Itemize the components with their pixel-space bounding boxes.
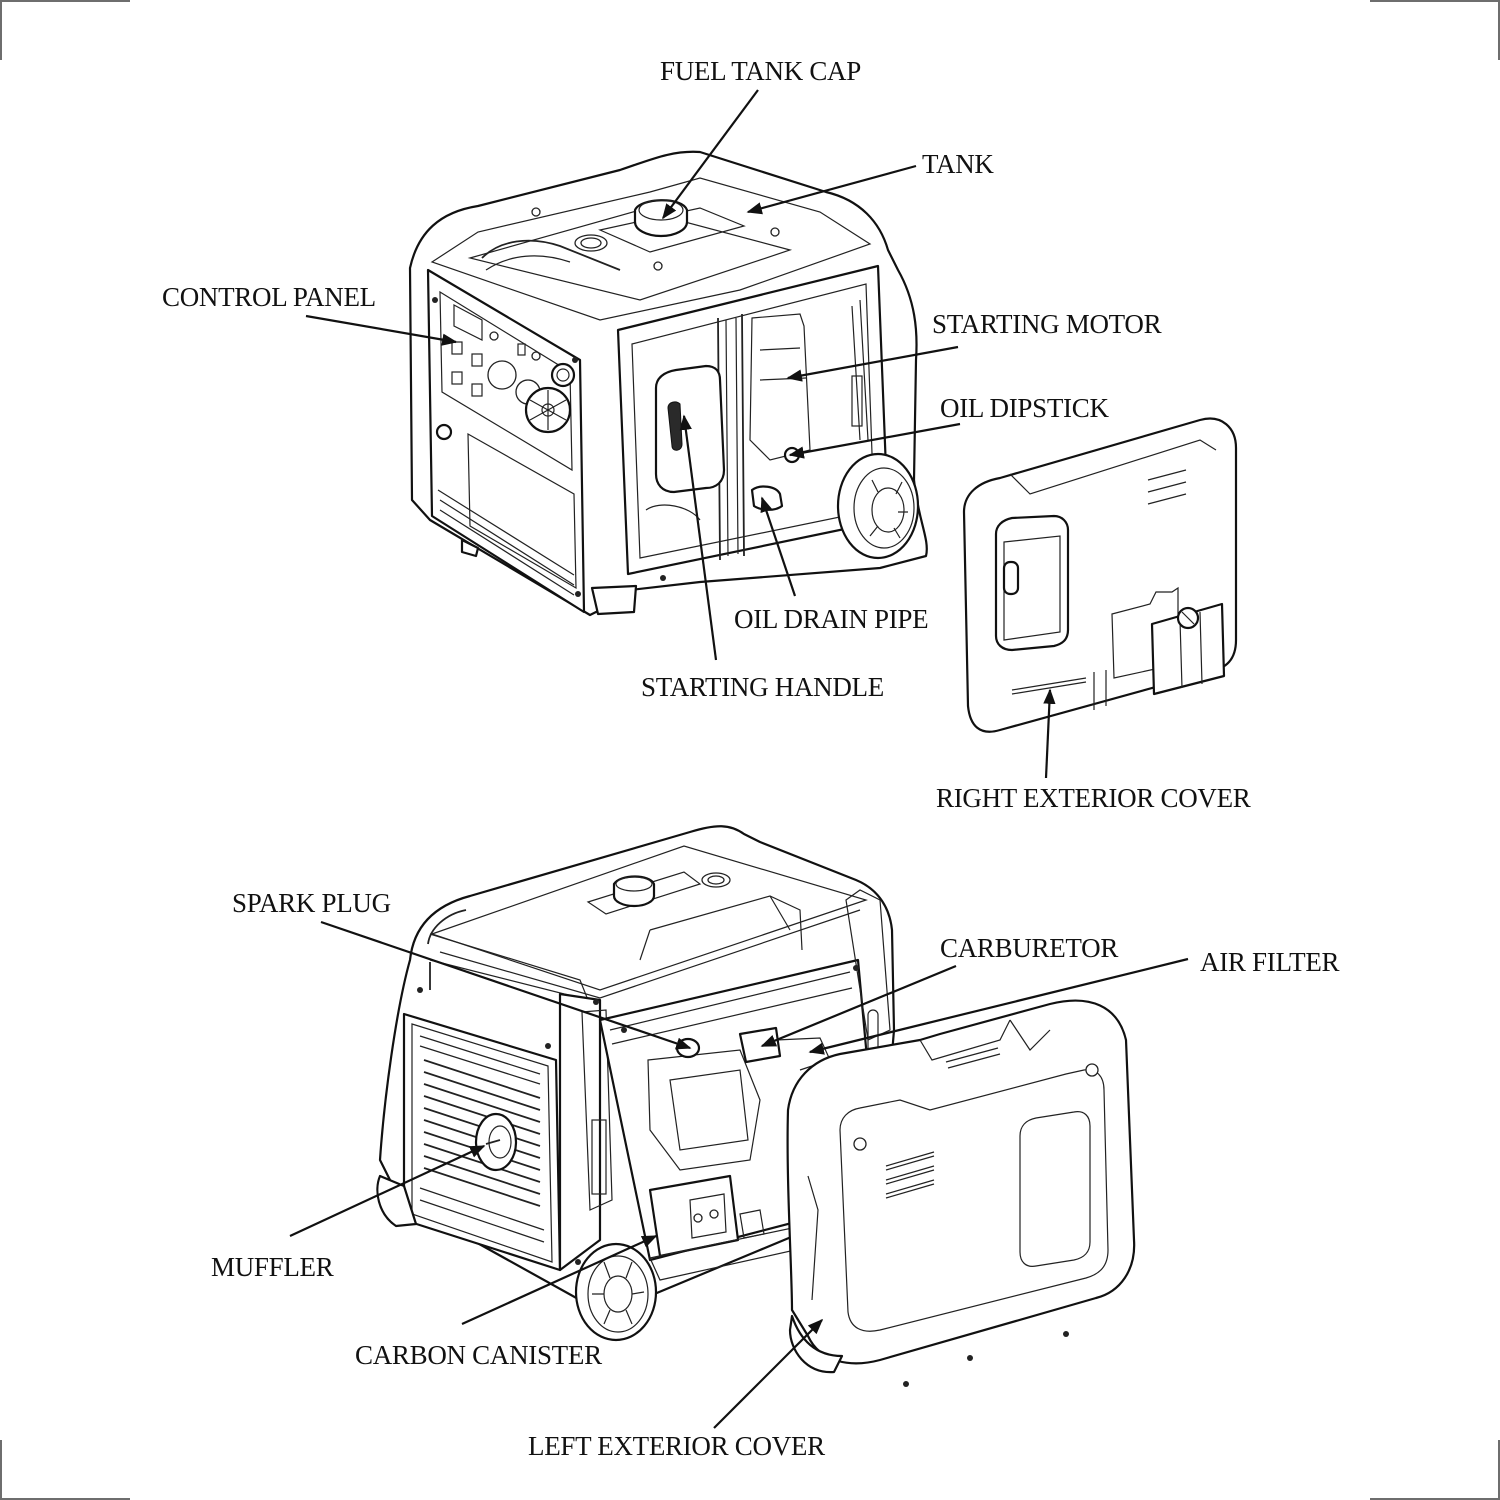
- label-control-panel: CONTROL PANEL: [162, 282, 376, 312]
- leader-air-filter: [808, 957, 1189, 1055]
- crop-mark-top-left-v: [0, 0, 2, 60]
- label-fuel-tank-cap: FUEL TANK CAP: [660, 56, 861, 86]
- upper-wheel: [836, 452, 920, 560]
- label-right-exterior-cover: RIGHT EXTERIOR COVER: [936, 783, 1251, 813]
- starting-handle-grip: [667, 401, 683, 451]
- leader-oil-drain-pipe: [760, 496, 797, 597]
- leader-carburetor: [760, 964, 957, 1048]
- label-air-filter: AIR FILTER: [1200, 947, 1340, 977]
- upper-generator-drawing: [408, 150, 928, 617]
- label-carbon-canister: CARBON CANISTER: [355, 1340, 602, 1370]
- leader-tank: [746, 164, 917, 215]
- lower-wheel: [574, 1242, 658, 1342]
- leader-starting-handle: [679, 414, 718, 661]
- leader-fuel-tank-cap: [662, 89, 759, 220]
- label-oil-drain-pipe: OIL DRAIN PIPE: [734, 604, 929, 634]
- label-spark-plug: SPARK PLUG: [232, 888, 391, 918]
- leader-muffler: [289, 1145, 486, 1237]
- label-muffler: MUFFLER: [211, 1252, 334, 1282]
- upper-vent-grid: [467, 432, 577, 590]
- leader-oil-dipstick: [788, 422, 961, 459]
- carburetor-body: [738, 1026, 782, 1064]
- left-cover-vent-slots: [885, 1151, 935, 1199]
- left-cover-hole-a: [853, 1137, 867, 1151]
- left-cover-hole-b: [1085, 1063, 1099, 1077]
- label-starting-handle: STARTING HANDLE: [641, 672, 884, 702]
- leader-carbon-canister: [461, 1234, 658, 1326]
- leader-control-panel: [305, 314, 458, 346]
- label-starting-motor: STARTING MOTOR: [932, 309, 1162, 339]
- label-tank: TANK: [922, 149, 994, 179]
- leader-lines: [289, 89, 1189, 1429]
- crop-mark-top-right-v: [1498, 0, 1500, 60]
- leader-right-exterior-cover: [1043, 688, 1056, 779]
- crop-mark-top-right-h: [1370, 0, 1500, 2]
- crop-mark-bottom-right-v: [1498, 1440, 1500, 1500]
- lower-vent-louvers: [419, 1035, 545, 1243]
- crop-mark-top-left-h: [0, 0, 130, 2]
- leader-starting-motor: [786, 345, 959, 382]
- left-exterior-cover-drawing: [786, 999, 1136, 1387]
- leader-left-exterior-cover: [713, 1318, 824, 1429]
- label-oil-dipstick: OIL DIPSTICK: [940, 393, 1109, 423]
- crop-mark-bottom-right-h: [1370, 1498, 1500, 1500]
- crop-mark-bottom-left-h: [0, 1498, 130, 1500]
- leader-spark-plug: [320, 920, 692, 1050]
- right-exterior-cover-drawing: [962, 417, 1238, 733]
- crop-mark-bottom-left-v: [0, 1440, 2, 1500]
- label-carburetor: CARBURETOR: [940, 933, 1119, 963]
- label-left-exterior-cover: LEFT EXTERIOR COVER: [528, 1431, 825, 1461]
